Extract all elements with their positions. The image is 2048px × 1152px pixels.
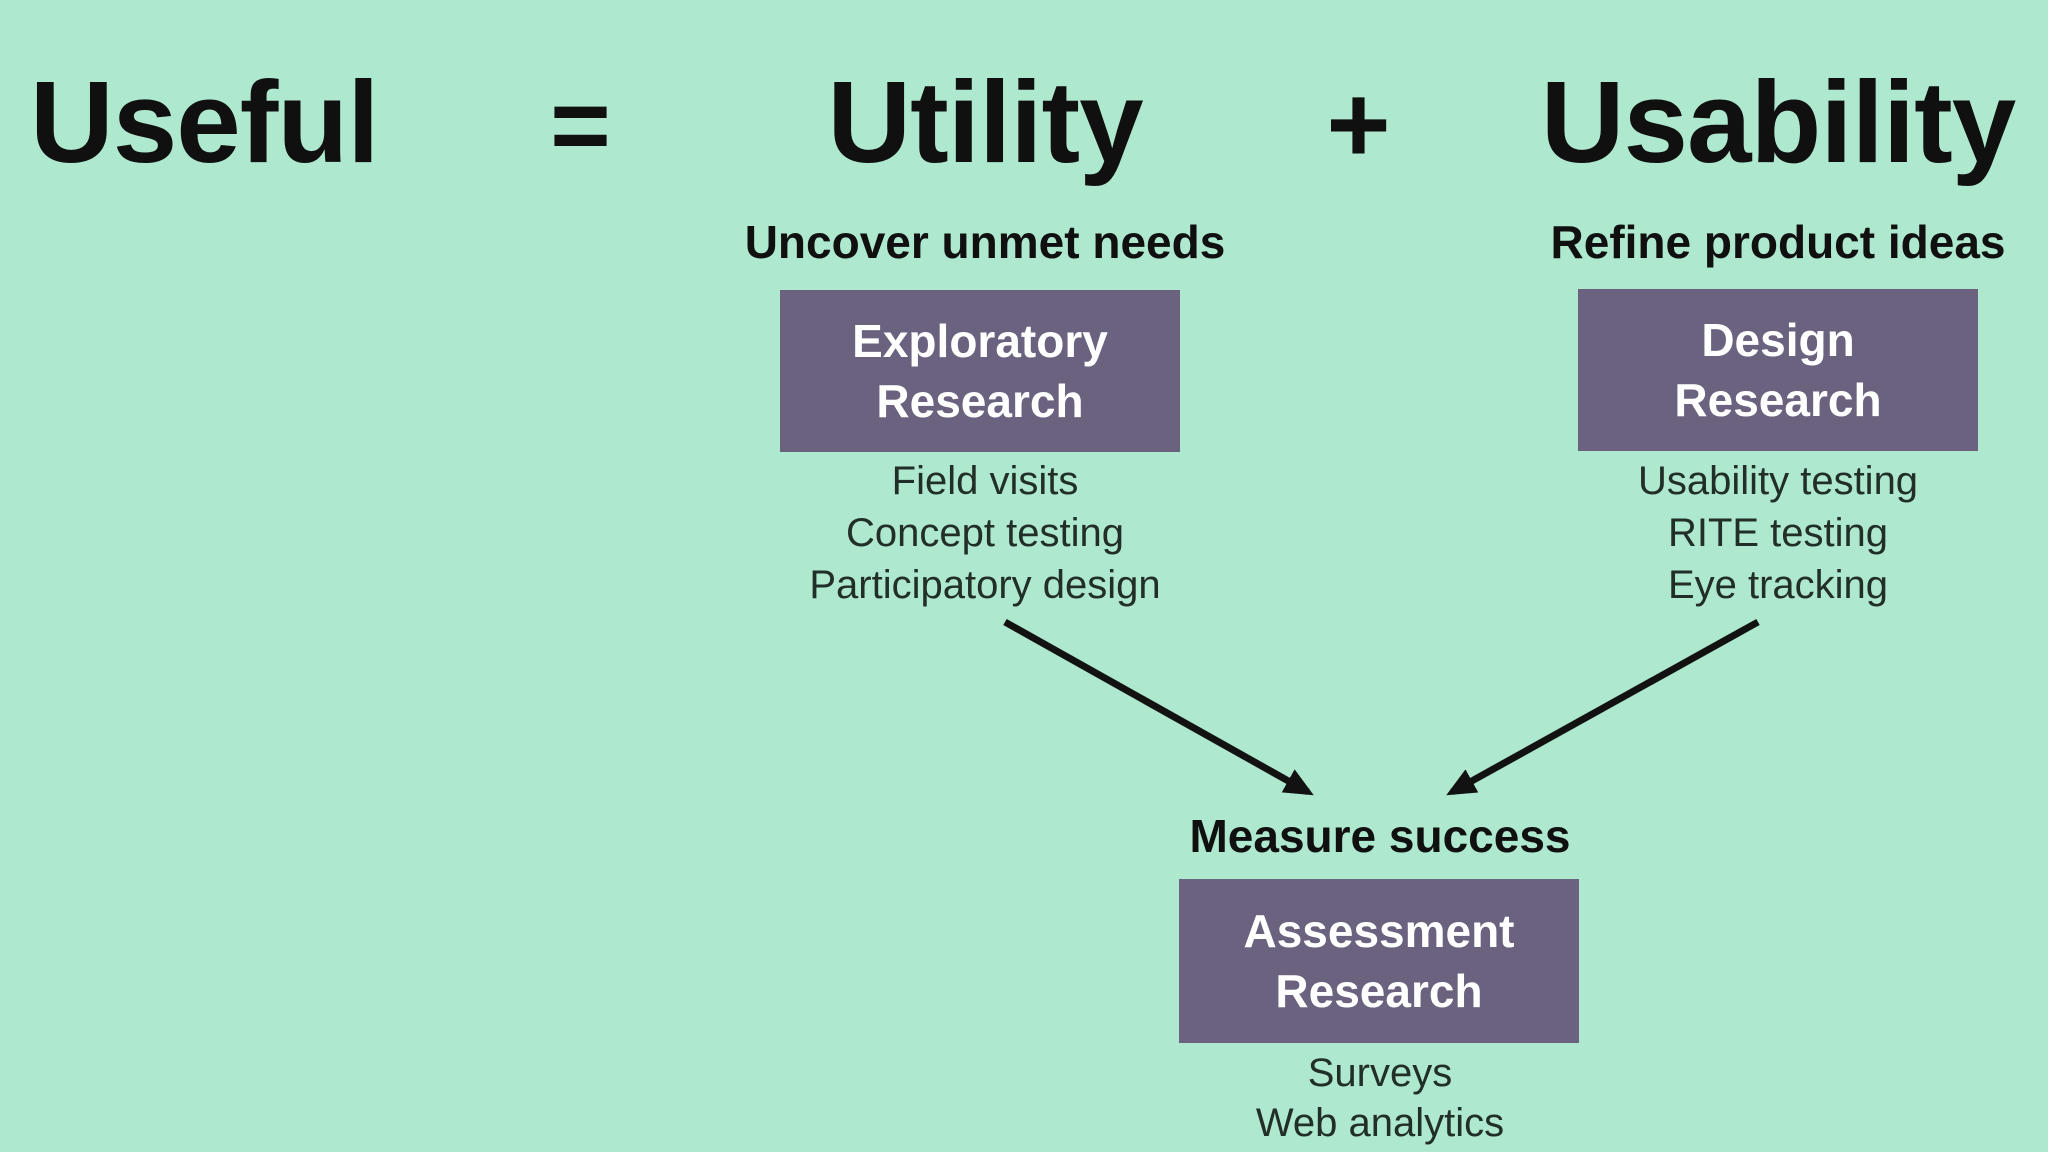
plus-sign: + bbox=[1326, 63, 1390, 186]
box-title-line: Exploratory bbox=[852, 315, 1108, 367]
assessment-subtitle: Measure success bbox=[1189, 810, 1571, 862]
usability-methods-list: Usability testing RITE testing Eye track… bbox=[1458, 455, 2048, 611]
assessment-methods-list: Surveys Web analytics bbox=[1060, 1048, 1700, 1148]
box-title-line: Research bbox=[876, 375, 1084, 427]
equation-term-useful: Useful bbox=[30, 57, 380, 187]
box-title-line: Design bbox=[1701, 314, 1855, 366]
box-title-line: Assessment bbox=[1243, 905, 1515, 957]
assessment-research-box: Assessment Research bbox=[1179, 879, 1579, 1043]
equation-term-usability: Usability bbox=[1540, 57, 2016, 187]
equals-sign: = bbox=[550, 68, 611, 184]
method-item: Eye tracking bbox=[1667, 563, 1889, 607]
method-item: Surveys bbox=[1307, 1051, 1453, 1095]
arrow-utility-to-assessment bbox=[1003, 618, 1314, 796]
method-item: Web analytics bbox=[1255, 1101, 1505, 1145]
design-research-box: Design Research bbox=[1578, 289, 1978, 451]
usability-subtitle: Refine product ideas bbox=[1550, 216, 2006, 268]
utility-methods-list: Field visits Concept testing Participato… bbox=[665, 455, 1305, 611]
equation-term-utility: Utility bbox=[827, 57, 1143, 187]
box-title-line: Research bbox=[1275, 965, 1483, 1017]
exploratory-research-box: Exploratory Research bbox=[780, 290, 1180, 452]
method-item: Participatory design bbox=[809, 563, 1161, 607]
arrow-usability-to-assessment bbox=[1446, 618, 1760, 796]
method-item: RITE testing bbox=[1667, 511, 1889, 555]
method-item: Usability testing bbox=[1637, 459, 1919, 503]
method-item: Field visits bbox=[891, 459, 1079, 503]
method-item: Concept testing bbox=[846, 511, 1124, 555]
box-title-line: Research bbox=[1674, 374, 1882, 426]
utility-subtitle: Uncover unmet needs bbox=[744, 216, 1226, 268]
